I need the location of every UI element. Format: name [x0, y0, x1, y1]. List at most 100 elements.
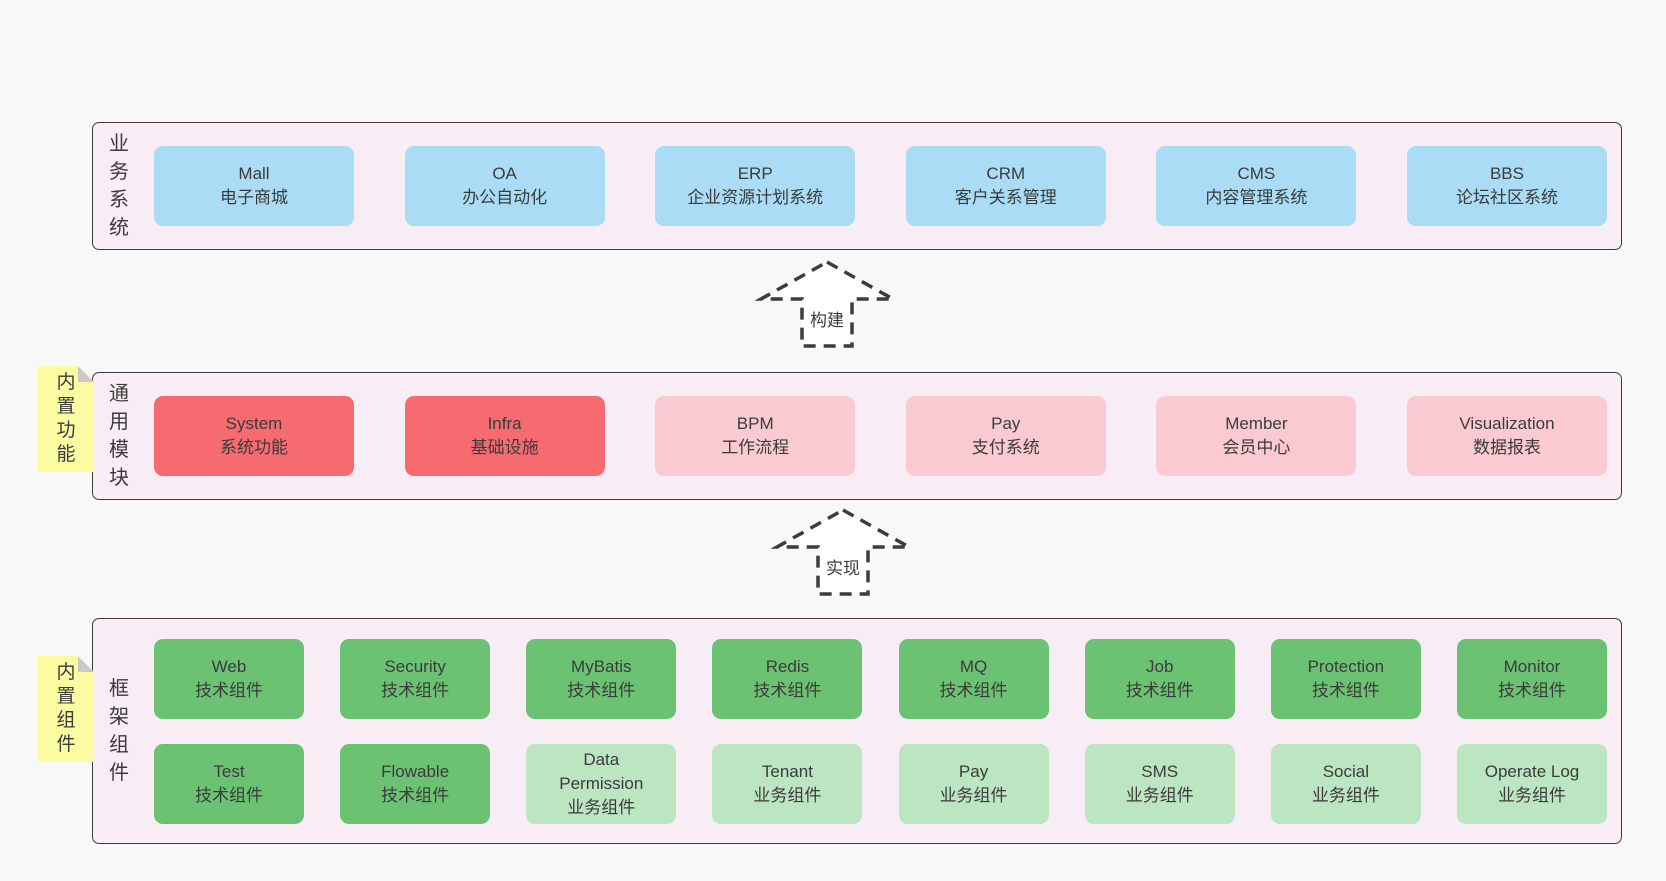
layer-label-framework-components: 框架组件 — [109, 678, 129, 784]
arrow-implement: 实现 — [770, 507, 916, 596]
module-box-label: Pay — [958, 761, 989, 781]
module-box-label: ERP — [737, 164, 773, 183]
module-box-label: 技术组件 — [753, 680, 822, 700]
module-box-label: Tenant — [761, 761, 813, 781]
module-box-label: 技术组件 — [381, 785, 450, 805]
module-box-label: 会员中心 — [1222, 438, 1291, 457]
module-box-web: Web 技术组件 — [154, 638, 304, 719]
module-box-label: Visualization — [1459, 414, 1555, 433]
module-box-label: Redis — [765, 656, 810, 676]
module-box-label: BPM — [736, 414, 774, 433]
module-box-bbs: BBS 论坛社区系统 — [1406, 146, 1607, 226]
arrow-build-label: 构建 — [757, 306, 897, 331]
up-arrow-icon — [754, 259, 900, 348]
module-box-label: 论坛社区系统 — [1455, 188, 1558, 207]
module-box-label: 技术组件 — [1311, 680, 1380, 700]
arrow-build-label-text: 构建 — [809, 311, 845, 330]
module-box-label: 业务组件 — [567, 797, 636, 817]
module-box-label: 技术组件 — [567, 680, 636, 700]
module-box-label: System — [225, 414, 283, 433]
module-box-job: Job 技术组件 — [1084, 638, 1235, 719]
arrow-implement-label-text: 实现 — [825, 559, 861, 578]
module-box-label: 业务组件 — [753, 785, 822, 805]
module-box-label: Pay — [991, 414, 1021, 433]
module-box-label: Data — [583, 749, 620, 769]
module-box-label: Permission — [559, 773, 644, 793]
module-box-label: 客户关系管理 — [954, 188, 1057, 207]
module-box-flowable: Flowable 技术组件 — [340, 743, 491, 824]
module-box-label: 企业资源计划系统 — [687, 188, 824, 207]
module-box-label: 技术组件 — [195, 680, 263, 700]
module-box-label: 业务组件 — [1311, 785, 1380, 805]
module-box-member: Member 会员中心 — [1156, 396, 1357, 476]
layer-label-business-systems: 业务系统 — [109, 133, 129, 239]
module-box-label: Infra — [487, 414, 522, 433]
layer-common-modules: 通用模块 System 系统功能 Infra 基础设施 BPM 工作流程 Pay 支付系统 Me… — [92, 372, 1622, 500]
module-box-operate-log: Operate Log 业务组件 — [1456, 743, 1607, 824]
sticky-note-builtin-components-text: 内置组件 — [56, 662, 76, 755]
module-box-label: OA — [492, 164, 517, 183]
module-box-tenant: Tenant 业务组件 — [712, 743, 863, 824]
module-box-label: 工作流程 — [721, 438, 790, 457]
module-box-cms: CMS 内容管理系统 — [1156, 146, 1357, 226]
module-box-label: Job — [1145, 656, 1174, 676]
module-box-label: 技术组件 — [1497, 680, 1566, 700]
arrow-implement-label: 实现 — [773, 554, 913, 579]
module-box-bpm: BPM 工作流程 — [655, 396, 856, 476]
sticky-note-builtin-components: 内置组件 — [38, 656, 94, 762]
module-box-label: 技术组件 — [939, 680, 1008, 700]
module-box-redis: Redis 技术组件 — [712, 638, 863, 719]
module-box-label: CMS — [1237, 164, 1276, 183]
module-box-label: 业务组件 — [939, 785, 1008, 805]
module-box-label: Security — [384, 656, 446, 676]
module-box-label: Flowable — [381, 761, 450, 781]
module-box-label: 业务组件 — [1125, 785, 1194, 805]
layer-label-common-modules: 通用模块 — [109, 383, 129, 489]
module-box-label: 内容管理系统 — [1205, 188, 1308, 207]
module-box-label: 基础设施 — [470, 438, 539, 457]
module-box-label: 办公自动化 — [462, 188, 548, 207]
module-row: System 系统功能 Infra 基础设施 BPM 工作流程 Pay 支付系统 Member 会… — [154, 396, 1607, 476]
module-box-label: Social — [1322, 761, 1369, 781]
module-box-label: 数据报表 — [1472, 438, 1541, 457]
sticky-note-builtin-features-text: 内置功能 — [56, 372, 76, 465]
module-box-label: Monitor — [1503, 656, 1561, 676]
module-box-social: Social 业务组件 — [1270, 743, 1421, 824]
module-box-label: MyBatis — [571, 656, 632, 676]
module-box-label: 业务组件 — [1497, 785, 1566, 805]
module-box-oa: OA 办公自动化 — [404, 146, 605, 226]
module-box-label: 系统功能 — [220, 438, 288, 457]
module-box-label: Member — [1225, 414, 1288, 433]
module-box-label: Web — [211, 656, 247, 676]
common-modules-rows: System 系统功能 Infra 基础设施 BPM 工作流程 Pay 支付系统 Member 会… — [154, 396, 1607, 476]
module-box-label: BBS — [1489, 164, 1524, 183]
note-fold-corner-icon — [78, 366, 94, 382]
module-box-system: System 系统功能 — [154, 396, 354, 476]
module-box-crm: CRM 客户关系管理 — [905, 146, 1106, 226]
module-box-label: 技术组件 — [1125, 680, 1194, 700]
module-box-label: MQ — [959, 656, 988, 676]
module-box-label: Operate Log — [1484, 761, 1580, 781]
module-box-label: 支付系统 — [971, 438, 1040, 457]
module-box-monitor: Monitor 技术组件 — [1456, 638, 1607, 719]
module-box-infra: Infra 基础设施 — [404, 396, 605, 476]
module-box-label: Mall — [238, 164, 270, 183]
module-box-visualization: Visualization 数据报表 — [1406, 396, 1607, 476]
module-box-label: Test — [213, 761, 245, 781]
module-box-pay: Pay 业务组件 — [898, 743, 1049, 824]
module-box-mq: MQ 技术组件 — [898, 638, 1049, 719]
module-box-label: Protection — [1307, 656, 1385, 676]
sticky-note-builtin-features: 内置功能 — [38, 366, 94, 472]
module-box-mybatis: MyBatis 技术组件 — [526, 638, 677, 719]
module-box-label: CRM — [986, 164, 1026, 183]
